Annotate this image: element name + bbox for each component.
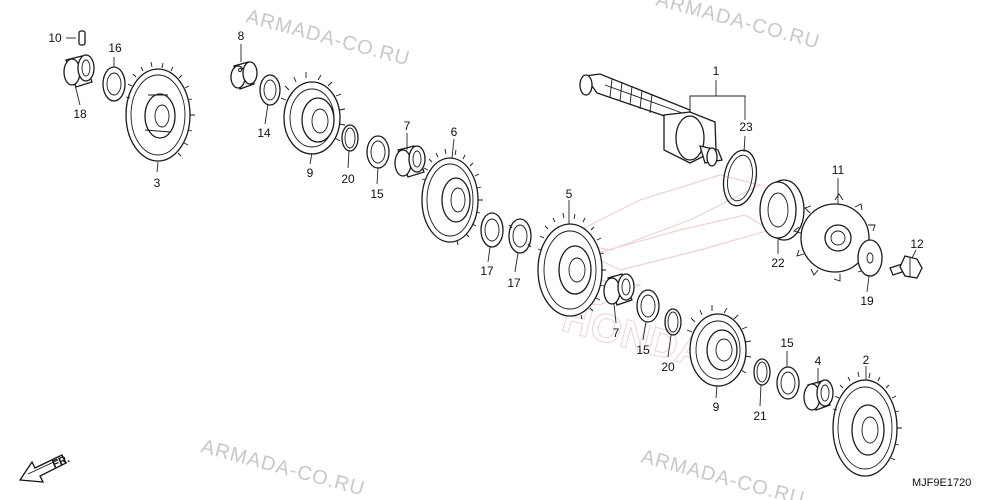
callout-14: 14: [257, 126, 271, 140]
leader-lines: [66, 37, 917, 407]
front-direction-arrow-icon: FR.: [18, 453, 72, 483]
callout-4: 4: [815, 354, 822, 368]
main-shaft-part: [579, 73, 723, 167]
sprocket-bolt-part: [889, 255, 923, 279]
watermark-top-center: ARMADA-CO.RU: [244, 6, 413, 71]
callout-12: 10: [48, 31, 62, 45]
callout-23: 23: [739, 120, 753, 134]
callout-22: 22: [771, 256, 785, 270]
splined-washer-part-15c: [776, 366, 800, 400]
callout-10: 9: [307, 166, 314, 180]
needle-bearing-part-7b: [603, 273, 635, 306]
callout-20-lower: 21: [753, 409, 767, 423]
callout-5: 5: [566, 187, 573, 201]
gear-part-9: [686, 305, 752, 387]
splined-washer-part-19: [480, 212, 504, 248]
watermarks: ARMADA-CO.RU ARMADA-CO.RU ARMADA-CO.RU A…: [199, 0, 823, 500]
diagram-code: MJF9E1720: [912, 477, 971, 489]
circlip-part-20c: [753, 358, 771, 386]
splined-washer-part-15b: [636, 289, 660, 323]
needle-bearing-part-21: [63, 54, 95, 88]
callout-1: 1: [713, 64, 720, 78]
gear-part-6: [421, 148, 483, 246]
callout-17: 19: [860, 294, 874, 308]
callout-7-lower: 7: [613, 326, 620, 340]
callout-15-middle: 15: [636, 343, 650, 357]
callout-9: 9: [713, 400, 720, 414]
callout-7-upper: 7: [404, 119, 411, 133]
snap-ring-part: [722, 149, 758, 207]
callout-15-lower: 15: [780, 336, 794, 350]
callout-20-middle: 20: [661, 360, 675, 374]
sprocket-washer-part: [857, 239, 883, 277]
callout-6: 6: [451, 125, 458, 139]
callout-11: 11: [832, 163, 845, 177]
drive-sprocket-part: [793, 193, 877, 282]
watermark-top-right: ARMADA-CO.RU: [654, 0, 823, 53]
gear-part-10: [280, 72, 346, 155]
callout-20-upper: 20: [341, 172, 355, 186]
pin-part-12: [78, 30, 86, 46]
gear-part-3: [125, 61, 195, 162]
lock-washer-part-18: [508, 218, 532, 254]
callout-16: 16: [108, 41, 122, 55]
callout-13: 12: [910, 237, 924, 251]
needle-bearing-part-7a: [394, 145, 426, 178]
collar-part: [759, 179, 805, 241]
callout-18: 17: [507, 276, 521, 290]
callout-2: 2: [863, 353, 870, 367]
front-direction-label: FR.: [51, 453, 72, 471]
thrust-washer-part-14: [259, 74, 281, 106]
bushing-part: [230, 61, 258, 90]
callout-15-upper: 15: [370, 187, 384, 201]
splined-washer-part-15a: [366, 135, 390, 169]
watermark-bottom-right: ARMADA-CO.RU: [639, 446, 808, 500]
callout-labels: 10 18 16 3 8 14 9 20 15 7 6 17 17 5 7 15…: [48, 29, 924, 423]
bushing-part-4: [803, 379, 834, 411]
gear-part-5: [537, 212, 606, 320]
callout-21: 18: [73, 107, 87, 121]
callout-8: 8: [238, 29, 245, 43]
gear-part-2: [832, 371, 902, 477]
thrust-washer-part-16: [102, 66, 126, 102]
callout-3: 3: [154, 176, 161, 190]
watermark-bottom-left: ARMADA-CO.RU: [199, 436, 368, 500]
circlip-part-20b: [664, 308, 682, 336]
circlip-part-20a: [341, 124, 359, 152]
callout-19: 17: [480, 264, 494, 278]
